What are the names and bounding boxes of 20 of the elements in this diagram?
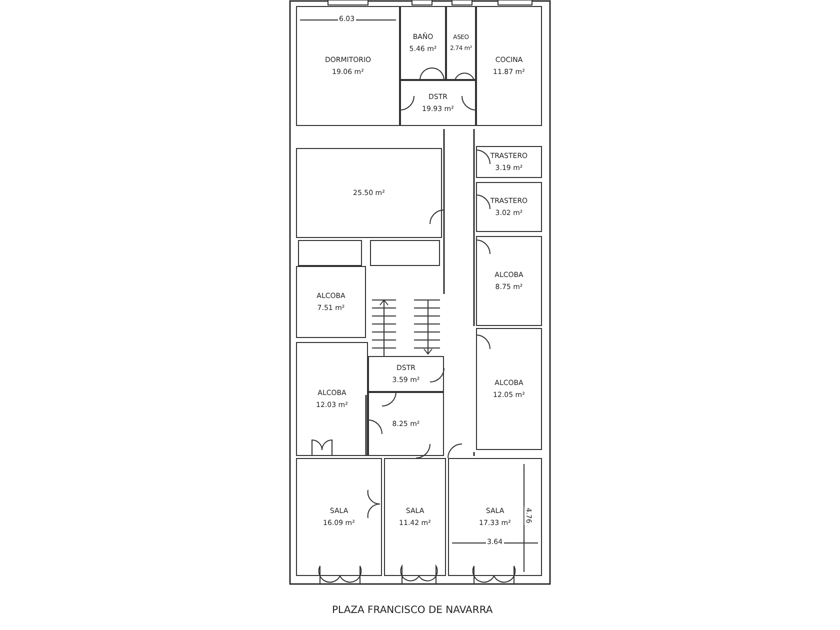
room [476,146,542,178]
closet-box [298,240,362,266]
room [368,356,444,392]
room [296,266,366,338]
closet-box [370,240,440,266]
room [400,80,476,126]
room [384,458,446,576]
room [476,6,542,126]
room [296,342,368,456]
room [446,6,476,80]
room [400,6,446,80]
room [296,458,382,576]
room [476,182,542,232]
room [296,148,442,238]
street-name: PLAZA FRANCISCO DE NAVARRA [332,606,493,616]
room [296,6,400,126]
room [448,458,542,576]
room [368,392,444,456]
room [476,328,542,450]
room [476,236,542,326]
